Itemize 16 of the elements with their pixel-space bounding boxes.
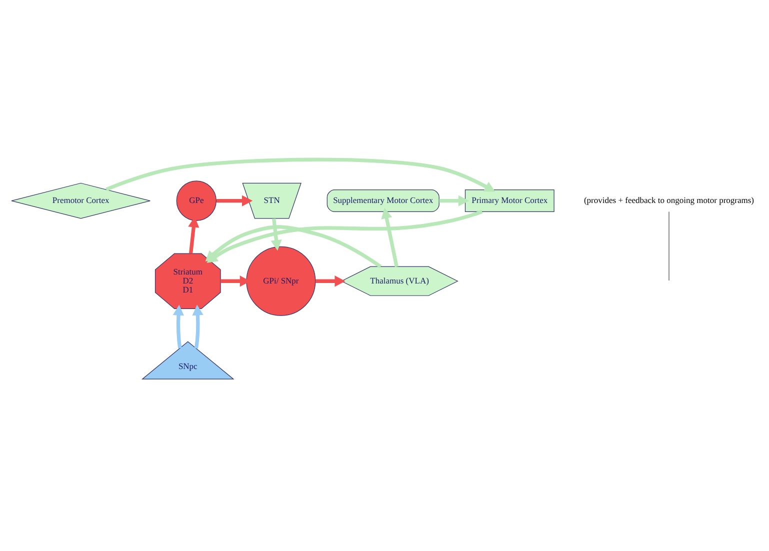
node-circle: GPe	[176, 180, 217, 221]
node-diamond: Premotor Cortex	[11, 182, 150, 219]
arrow	[270, 218, 282, 251]
connector	[668, 211, 670, 281]
arrow	[381, 208, 398, 268]
arrow	[216, 195, 253, 206]
arrow	[192, 304, 204, 349]
arrow	[188, 216, 200, 254]
arrow	[172, 304, 184, 348]
node-box: Primary Motor Cortex	[464, 190, 554, 212]
node-circle: GPi/ SNpr	[246, 246, 316, 316]
arrow	[439, 195, 469, 206]
node-text: (provides + feedback to ongoing motor programs)	[584, 195, 754, 206]
arrow	[315, 276, 346, 287]
arrow	[106, 158, 496, 192]
node-box: Supplementary Motor Cortex	[326, 190, 440, 212]
